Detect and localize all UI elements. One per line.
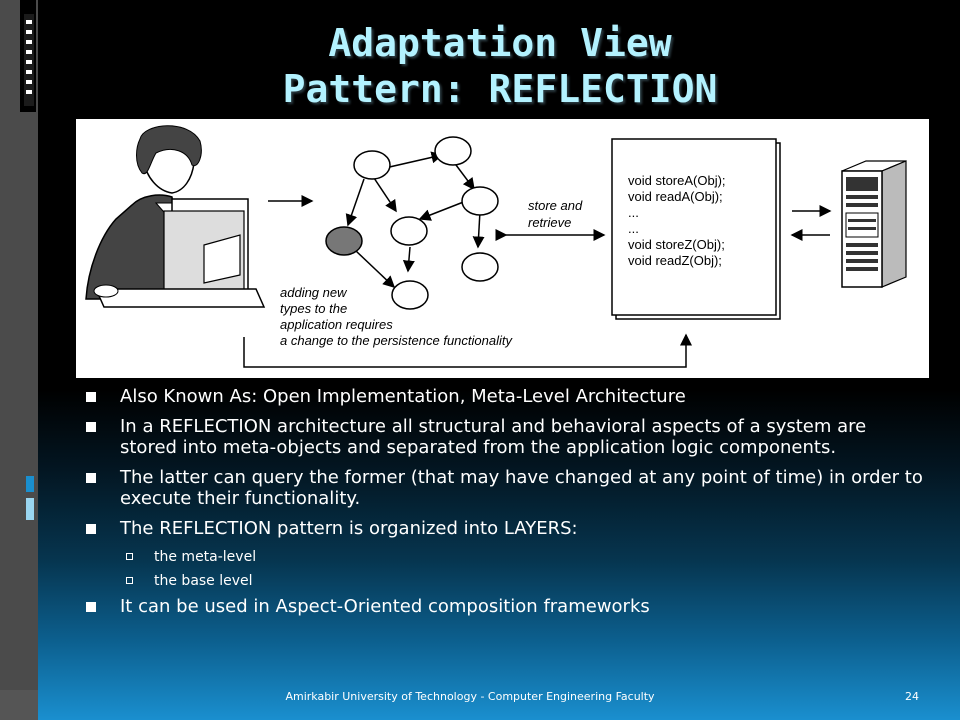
code-line: ... <box>628 221 639 236</box>
code-line: void readA(Obj); <box>628 189 723 204</box>
persistence-code-box: void storeA(Obj); void readA(Obj); ... .… <box>611 138 781 320</box>
bullet-text: the meta-level <box>154 549 257 565</box>
bullet-item: In a REFLECTION architecture all structu… <box>86 416 926 458</box>
bullet-marker <box>86 392 96 402</box>
sub-bullet-item: the meta-level <box>86 548 926 566</box>
store-label-2: retrieve <box>528 215 571 230</box>
slide-title: Adaptation View Pattern: REFLECTION <box>60 20 940 112</box>
bullet-marker <box>86 524 96 534</box>
bullet-item: Also Known As: Open Implementation, Meta… <box>86 386 926 407</box>
bullet-text: In a REFLECTION architecture all structu… <box>120 416 867 458</box>
note-line: types to the <box>280 301 347 316</box>
bullet-marker <box>86 422 96 432</box>
sub-bullet-item: the base level <box>86 572 926 590</box>
note-line: application requires <box>280 317 393 332</box>
server-icon <box>841 160 907 288</box>
code-line: void storeA(Obj); <box>628 173 726 188</box>
slide-footer: Amirkabir University of Technology - Com… <box>285 690 655 703</box>
bullet-marker <box>86 602 96 612</box>
bullet-item: The latter can query the former (that ma… <box>86 467 926 509</box>
bullet-item: It can be used in Aspect-Oriented compos… <box>86 596 926 617</box>
title-line-2: Pattern: REFLECTION <box>282 67 718 111</box>
bullet-text: the base level <box>154 573 253 589</box>
note-line: adding new <box>280 285 348 300</box>
object-graph <box>325 136 499 310</box>
page-number: 24 <box>905 690 919 703</box>
code-line: void storeZ(Obj); <box>628 237 725 252</box>
code-line: void readZ(Obj); <box>628 253 722 268</box>
bullet-marker <box>86 473 96 483</box>
title-line-1: Adaptation View <box>328 21 672 65</box>
sub-bullet-marker <box>126 577 133 584</box>
bullet-text: Also Known As: Open Implementation, Meta… <box>120 386 686 407</box>
reflection-diagram: store and retrieve void storeA(Obj); voi… <box>76 119 929 378</box>
bullet-text: The REFLECTION pattern is organized into… <box>120 518 578 539</box>
note-line: a change to the persistence functionalit… <box>280 333 513 348</box>
store-label-1: store and <box>528 198 583 213</box>
bullet-text: The latter can query the former (that ma… <box>120 467 923 509</box>
sub-bullet-marker <box>126 553 133 560</box>
bullet-list: Also Known As: Open Implementation, Meta… <box>86 386 926 626</box>
bullet-item: The REFLECTION pattern is organized into… <box>86 518 926 539</box>
left-decor-rail <box>0 0 38 720</box>
bullet-text: It can be used in Aspect-Oriented compos… <box>120 596 650 617</box>
code-line: ... <box>628 205 639 220</box>
user-at-computer-illustration <box>85 125 266 308</box>
